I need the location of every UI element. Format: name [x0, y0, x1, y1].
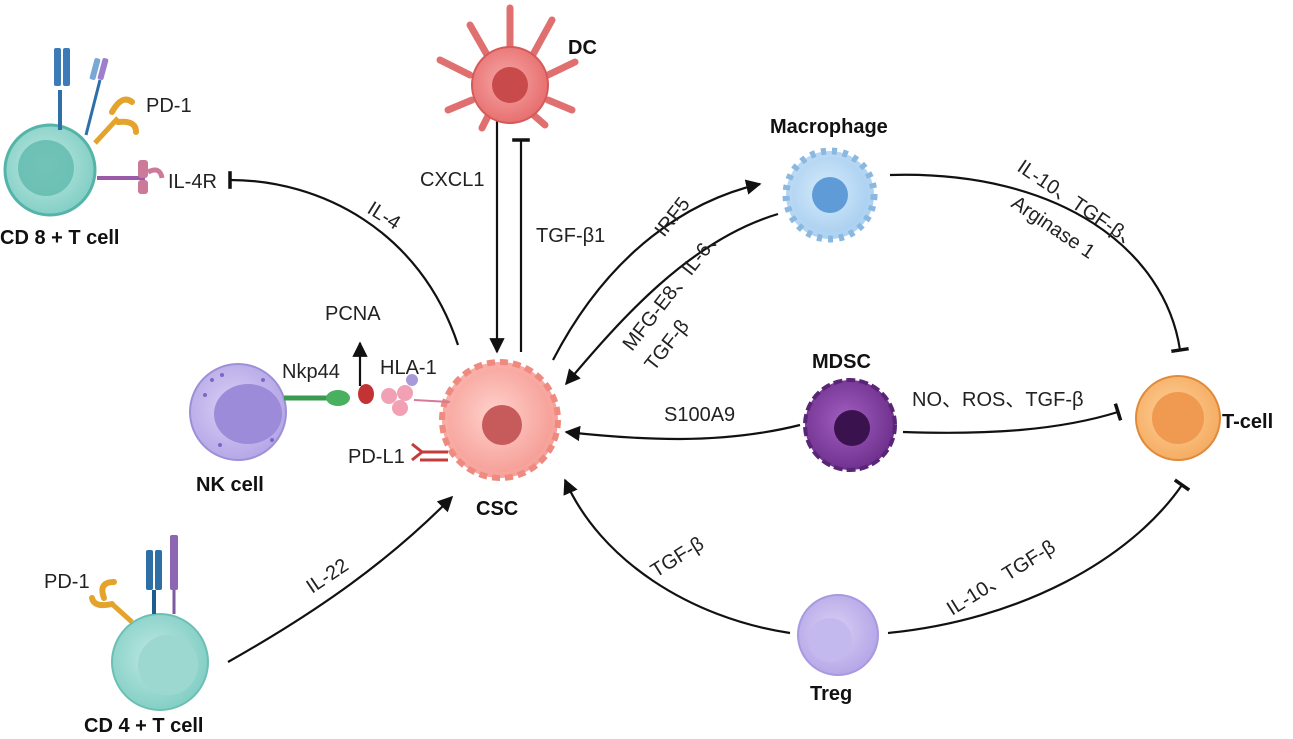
tgfb-treg-label: TGF-β: [647, 533, 708, 582]
mdsc-cell: [803, 378, 897, 472]
treg-cell: [797, 594, 879, 676]
tgfb1-label: TGF-β1: [536, 225, 605, 247]
macrophage-cell: [782, 147, 878, 243]
pdl1-label: PD-L1: [348, 446, 405, 468]
mdsc-label: MDSC: [812, 351, 871, 373]
dc-label: DC: [568, 37, 597, 59]
receptor-labels: PD-1 IL-4R PCNA Nkp44 HLA-1 PD-L1 PD-1: [44, 95, 437, 593]
cd4-label: CD 4 + T cell: [84, 715, 204, 737]
cd4-t-cell: [89, 535, 209, 711]
dc-cell: [436, 4, 579, 132]
hla1-label: HLA-1: [380, 357, 437, 379]
treg-label: Treg: [810, 683, 852, 705]
cxcl1-label: CXCL1: [420, 169, 484, 191]
pd1-top-label: PD-1: [146, 95, 192, 117]
pcna-label: PCNA: [325, 303, 381, 325]
tcr-receptor-icon: [146, 535, 178, 614]
cd8-label: CD 8 + T cell: [0, 227, 120, 249]
t-cell: [1135, 375, 1221, 461]
edge-s100a9: [564, 423, 801, 442]
edge-il22: [227, 495, 454, 663]
pd1-receptor-icon: [93, 96, 139, 145]
pd1-receptor-icon: [89, 579, 134, 624]
s100a9-label: S100A9: [664, 404, 735, 426]
edge-tgfb-treg: [563, 478, 791, 635]
pd1-bottom-label: PD-1: [44, 571, 90, 593]
il4r-receptor-icon: [97, 160, 165, 194]
pcna-protein-icon: [358, 384, 374, 404]
cell-labels: DC Macrophage CD 8 + T cell NK cell CSC …: [0, 37, 1273, 737]
nk-cell: [189, 363, 350, 461]
hla1-receptor-icon: [381, 374, 451, 416]
tcell-label: T-cell: [1222, 411, 1273, 433]
csc-label: CSC: [476, 498, 518, 520]
edge-irf5: [552, 179, 762, 361]
cd8-t-cell: [3, 48, 165, 217]
il4-label: IL-4: [363, 198, 404, 235]
nk-label: NK cell: [196, 474, 264, 496]
edge-mac-tcell: [889, 173, 1189, 354]
macrophage-label: Macrophage: [770, 116, 888, 138]
tcr-receptor-icon: [54, 48, 109, 136]
edge-mdsc-tcell: [902, 403, 1123, 434]
signal-labels: CXCL1 TGF-β1 IL-4 IRF5 MFG-E8、IL-6、 TGF-…: [302, 156, 1144, 620]
edge-treg-tcell: [887, 478, 1191, 635]
irf5-label: IRF5: [651, 193, 695, 241]
edges: [227, 120, 1191, 663]
no-ros-label: NO、ROS、TGF-β: [912, 389, 1084, 411]
nkp44-receptor-icon: [284, 390, 350, 406]
edge-il4: [228, 171, 460, 346]
pdl1-receptor-icon: [411, 442, 448, 462]
nkp44-label: Nkp44: [282, 361, 340, 383]
edge-mfg: [565, 212, 779, 386]
il4r-label: IL-4R: [168, 171, 217, 193]
il22-label: IL-22: [302, 554, 352, 598]
treg-tcell-label: IL-10、TGF-β: [943, 536, 1060, 620]
csc-cell: [358, 359, 561, 481]
